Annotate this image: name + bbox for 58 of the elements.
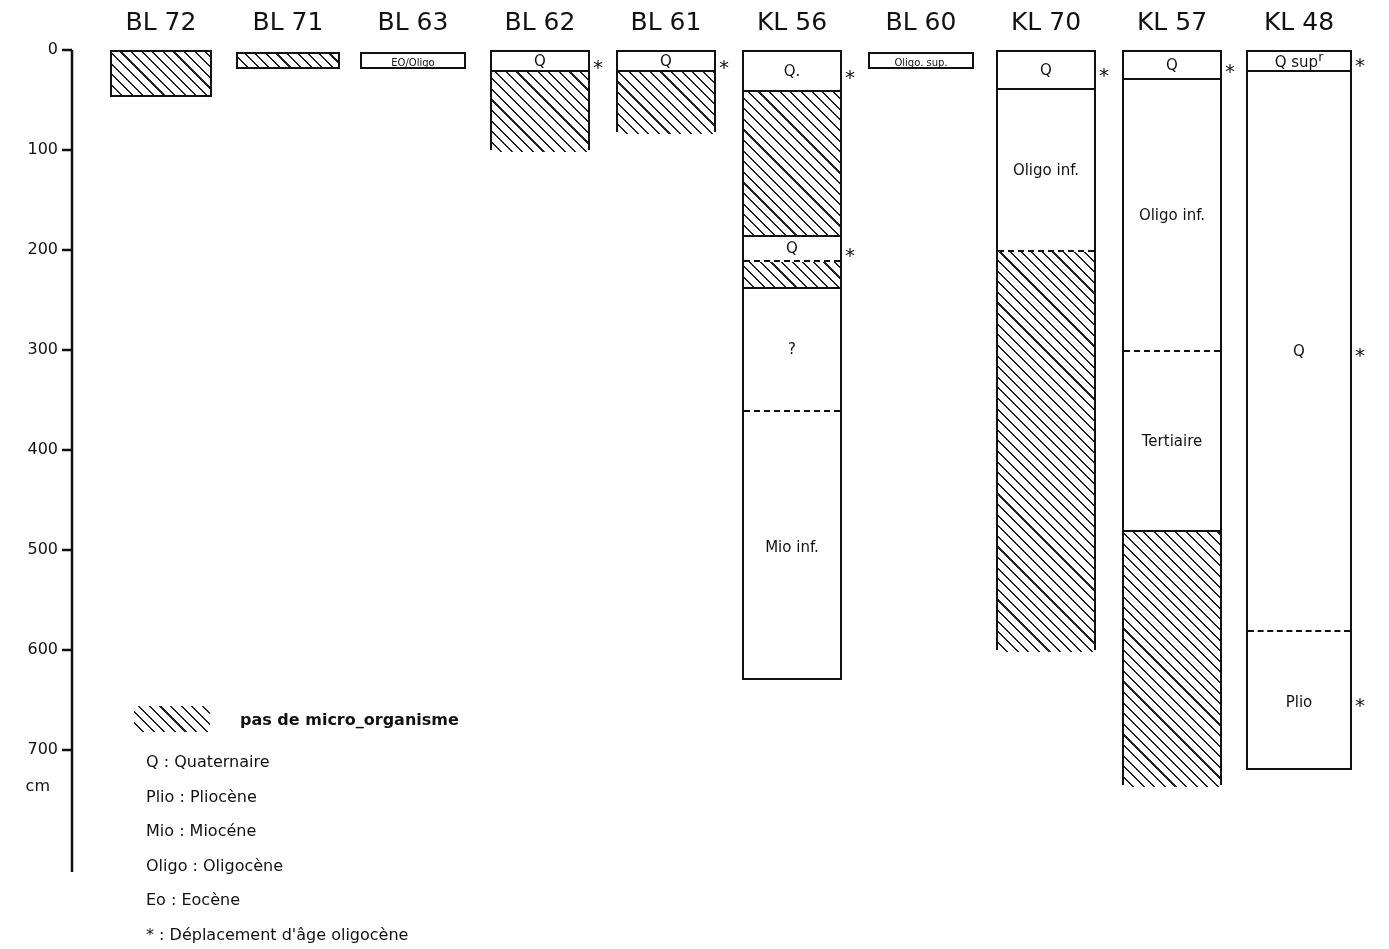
core-label: KL 48	[1262, 6, 1336, 38]
asterisk-mark: *	[845, 67, 855, 87]
interval-text: Tertiaire	[1140, 430, 1204, 452]
legend-entry: Oligo : Oligocène	[146, 855, 284, 875]
interval-text: Plio	[1284, 691, 1314, 713]
asterisk-mark: *	[1099, 65, 1109, 85]
core-label: BL 71	[251, 6, 325, 38]
asterisk-mark: *	[845, 245, 855, 265]
legend-entry: Plio : Pliocène	[146, 786, 257, 806]
legend-text: pas de micro_organisme	[240, 710, 459, 729]
tick-label: 700	[27, 739, 58, 758]
hatched-interval	[1124, 532, 1220, 787]
core-label: BL 63	[376, 6, 450, 38]
tick-label: 400	[27, 439, 58, 458]
core-label: KL 56	[755, 6, 829, 38]
axis-unit: cm	[25, 776, 50, 795]
tick-label: 300	[27, 339, 58, 358]
interval-text: Q sup$^{r}$	[1273, 49, 1325, 73]
tick-label: 100	[27, 139, 58, 158]
core-label: BL 61	[629, 6, 703, 38]
core-label: BL 72	[124, 6, 198, 38]
interval-text: Q	[1165, 54, 1179, 76]
interval-text: Mio inf.	[764, 536, 820, 558]
interval-text: Q	[659, 50, 673, 72]
asterisk-mark: *	[593, 57, 603, 77]
interval-text: EO/Oligo	[391, 57, 435, 68]
core-label: BL 60	[884, 6, 958, 38]
tick-label: 0	[47, 39, 58, 58]
legend-entry: Eo : Eocène	[146, 890, 240, 909]
interval-text: Oligo inf.	[1011, 159, 1081, 181]
asterisk-mark: *	[719, 57, 729, 77]
interval-text: Oligo. sup.	[894, 57, 948, 68]
legend-entry: Q : Quaternaire	[146, 752, 270, 771]
interval-text: Q.	[782, 60, 802, 82]
interval-text: Oligo inf.	[1137, 204, 1207, 226]
hatched-interval	[744, 92, 840, 237]
tick-label: 600	[27, 639, 58, 658]
interval-text: Q	[785, 238, 799, 259]
hatched-interval	[618, 72, 714, 134]
asterisk-mark: *	[1225, 61, 1235, 81]
hatched-interval	[744, 262, 840, 289]
tick-label: 500	[27, 539, 58, 558]
asterisk-mark: *	[1355, 345, 1365, 365]
interval-text: ?	[787, 339, 797, 360]
interval-text: Q	[1292, 340, 1306, 362]
core-label: KL 70	[1009, 6, 1083, 38]
legend-entry: Mio : Miocéne	[146, 821, 257, 840]
hatched-interval	[492, 72, 588, 152]
interval-text: Q	[533, 50, 547, 72]
hatched-interval	[998, 252, 1094, 652]
tick-label: 200	[27, 239, 58, 258]
core-interval	[1248, 52, 1350, 72]
core-label: KL 57	[1135, 6, 1209, 38]
asterisk-mark: *	[1355, 55, 1365, 75]
interval-text: Q	[1039, 59, 1053, 81]
asterisk-mark: *	[1355, 695, 1365, 715]
core-label: BL 62	[503, 6, 577, 38]
legend-entry: * : Déplacement d'âge oligocène	[146, 924, 409, 944]
